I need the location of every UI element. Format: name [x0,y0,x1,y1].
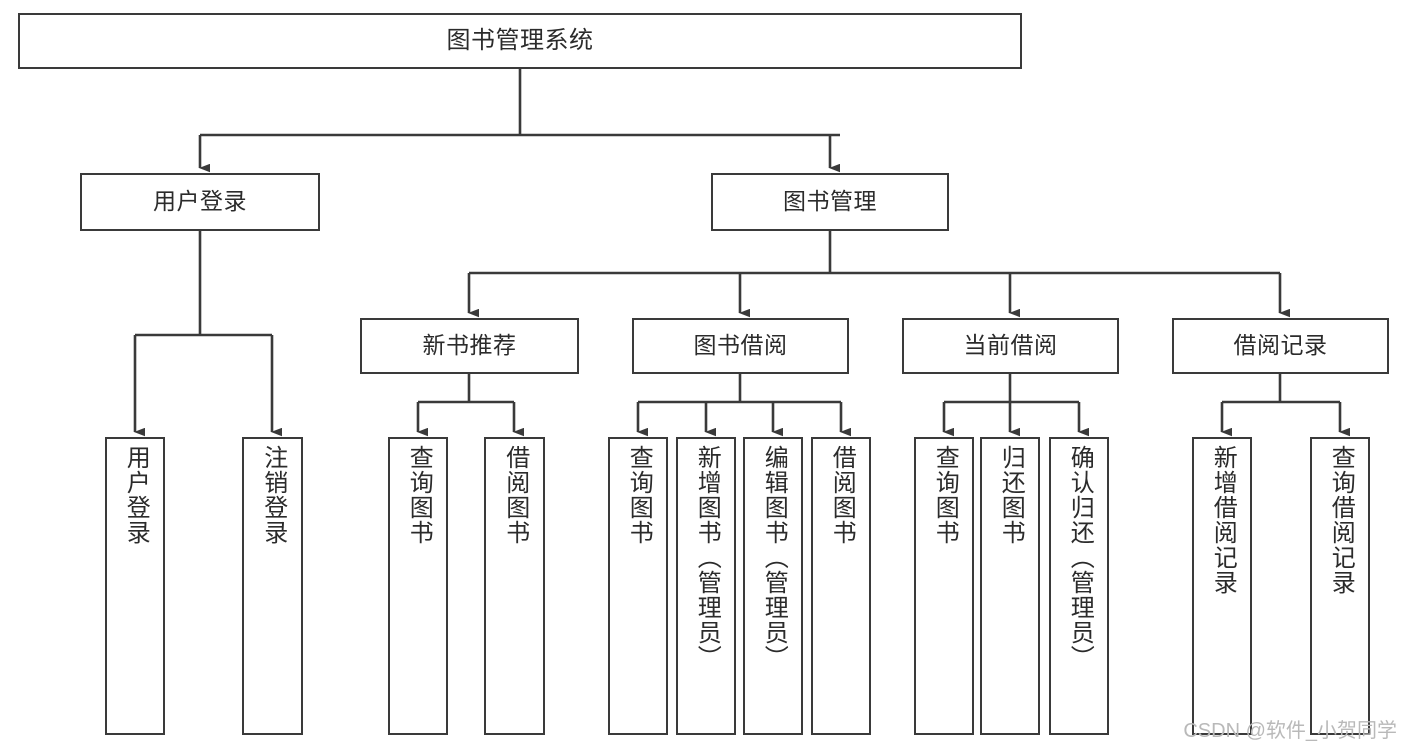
node-leaf-borrow-book-rec[interactable]: 借阅图书 [484,437,545,735]
node-leaf-query-book-label: 查询图书 [625,445,653,545]
node-leaf-query-book[interactable]: 查询图书 [608,437,668,735]
node-leaf-query-book-cur-label: 查询图书 [931,445,959,545]
node-leaf-add-record-label: 新增借阅记录 [1209,445,1237,595]
node-leaf-borrow-book[interactable]: 借阅图书 [811,437,871,735]
node-book-borrow-label: 图书借阅 [693,332,788,359]
node-leaf-edit-book-label: 编辑图书（管理员） [760,445,788,670]
node-leaf-add-record[interactable]: 新增借阅记录 [1192,437,1252,735]
node-leaf-confirm-return[interactable]: 确认归还（管理员） [1049,437,1109,735]
node-leaf-user-login[interactable]: 用户登录 [105,437,165,735]
node-borrow-record[interactable]: 借阅记录 [1172,318,1389,374]
node-leaf-logout[interactable]: 注销登录 [242,437,303,735]
node-leaf-query-book-cur[interactable]: 查询图书 [914,437,974,735]
edges-current-borrow-to-leaves [942,374,1089,437]
node-current-borrow-label: 当前借阅 [963,332,1058,359]
node-leaf-add-book[interactable]: 新增图书（管理员） [676,437,736,735]
node-current-borrow[interactable]: 当前借阅 [902,318,1119,374]
edges-new-book-rec-to-leaves [416,374,524,437]
node-leaf-logout-label: 注销登录 [259,445,287,545]
node-leaf-return-book-label: 归还图书 [997,445,1025,545]
node-root-label: 图书管理系统 [446,26,594,54]
edges-user-login-to-leaves [133,231,282,437]
node-leaf-query-record-label: 查询借阅记录 [1327,445,1355,595]
node-new-book-rec-label: 新书推荐 [422,332,517,359]
node-leaf-query-book-rec[interactable]: 查询图书 [388,437,448,735]
edges-borrow-record-to-leaves [1220,374,1350,437]
node-leaf-add-book-label: 新增图书（管理员） [693,445,721,670]
node-book-manage-label: 图书管理 [783,188,877,215]
node-leaf-user-login-label: 用户登录 [122,445,150,545]
node-new-book-rec[interactable]: 新书推荐 [360,318,579,374]
node-leaf-borrow-book-rec-label: 借阅图书 [501,445,529,545]
edges-root-to-level2 [198,69,840,173]
node-leaf-confirm-return-label: 确认归还（管理员） [1066,445,1094,670]
csdn-watermark: CSDN @软件_小贺同学 [1183,720,1397,742]
edges-book-manage-to-level3 [467,231,1290,318]
node-leaf-query-record[interactable]: 查询借阅记录 [1310,437,1370,735]
node-root[interactable]: 图书管理系统 [18,13,1022,69]
node-book-borrow[interactable]: 图书借阅 [632,318,849,374]
node-leaf-query-book-rec-label: 查询图书 [405,445,433,545]
node-leaf-borrow-book-label: 借阅图书 [828,445,856,545]
node-leaf-return-book[interactable]: 归还图书 [980,437,1040,735]
node-book-manage[interactable]: 图书管理 [711,173,949,231]
node-borrow-record-label: 借阅记录 [1233,332,1328,359]
node-user-login[interactable]: 用户登录 [80,173,320,231]
node-user-login-label: 用户登录 [153,188,247,215]
node-leaf-edit-book[interactable]: 编辑图书（管理员） [743,437,803,735]
edges-book-borrow-to-leaves [636,374,851,437]
